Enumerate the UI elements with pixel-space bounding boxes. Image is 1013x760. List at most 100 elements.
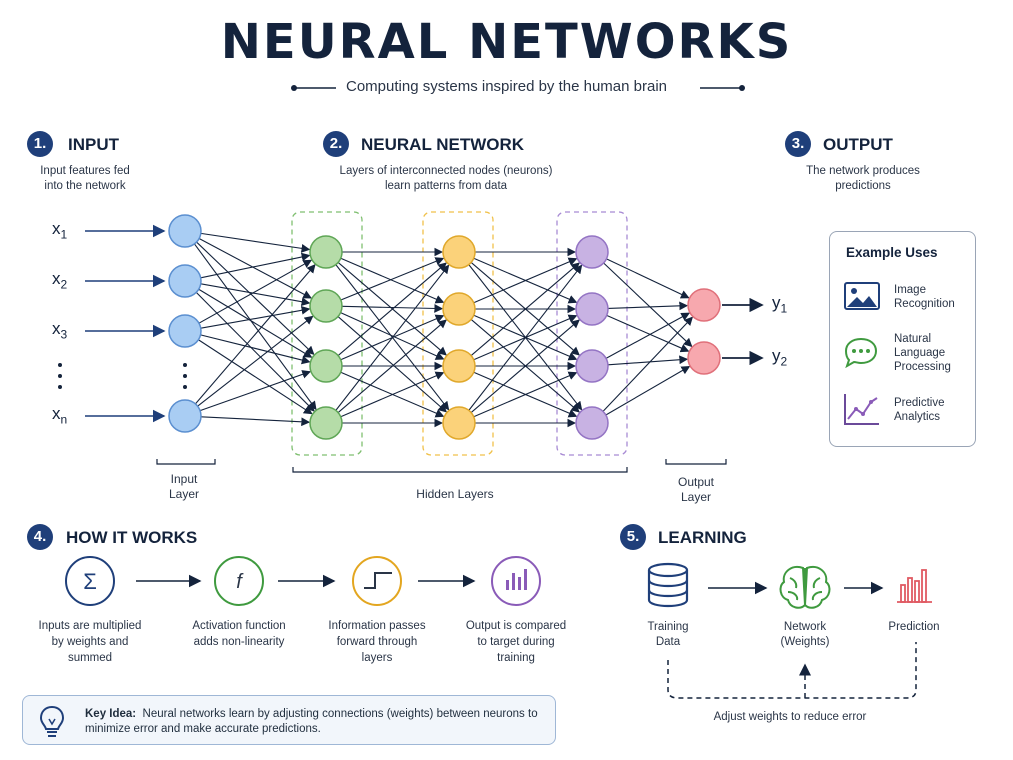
step-function-icon — [352, 556, 402, 606]
label-line: Processing — [894, 361, 951, 373]
input-subscript: 1 — [60, 227, 68, 242]
layer-bracket — [156, 459, 216, 465]
label-line: Prediction — [888, 621, 940, 633]
page-title: NEURAL NETWORKS — [220, 14, 793, 70]
sum-glyph: Σ — [83, 569, 97, 594]
learning-flow — [647, 562, 932, 699]
hidden1-node — [309, 289, 343, 323]
hidden2-node — [442, 235, 476, 269]
connection — [200, 252, 311, 279]
prediction-chart-icon — [897, 569, 932, 603]
desc-line: The network produces — [806, 165, 920, 177]
hidden3-node — [575, 349, 609, 383]
hidden1-node — [309, 406, 343, 440]
label-line: Recognition — [894, 298, 955, 310]
function-icon — [214, 556, 264, 606]
input-node — [168, 399, 202, 433]
hidden3-node — [575, 292, 609, 326]
section-title-output: OUTPUT — [823, 135, 893, 154]
chat-icon — [844, 337, 878, 368]
learning-caption-prediction: Prediction — [872, 620, 956, 635]
connection — [335, 264, 450, 411]
connection — [340, 257, 445, 301]
input-node — [168, 214, 202, 248]
ellipsis-dot — [183, 363, 187, 367]
input-node — [168, 314, 202, 348]
output-symbol: y — [772, 346, 781, 365]
output-layer-label: Output Layer — [660, 475, 732, 505]
input-symbol: x — [52, 219, 61, 238]
section-title-input: INPUT — [68, 135, 119, 154]
section-title-learning: LEARNING — [658, 528, 747, 547]
hidden-layer-box — [291, 211, 363, 456]
layer-bracket — [292, 467, 628, 473]
connection — [197, 315, 314, 407]
caption-line: layers — [361, 652, 393, 664]
connection — [602, 316, 694, 412]
connection — [607, 301, 689, 311]
input-label: xn — [52, 404, 67, 426]
connection — [198, 288, 313, 358]
connection — [473, 371, 578, 418]
connection — [337, 262, 447, 357]
label-line: Layer — [168, 487, 200, 501]
caption-line: Inputs are multiplied — [38, 620, 142, 632]
output-symbol: y — [772, 293, 781, 312]
ellipsis-dot — [58, 363, 62, 367]
connection — [198, 259, 313, 324]
function-glyph: f — [236, 571, 244, 593]
input-symbol: x — [52, 269, 61, 288]
label-line: Data — [655, 636, 681, 648]
key-idea-label: Key Idea: — [85, 708, 137, 720]
input-layer-label: Input Layer — [148, 472, 220, 502]
ellipsis-dot — [58, 385, 62, 389]
connection — [200, 334, 311, 365]
how-it-works-flow: Σ f — [65, 556, 541, 606]
connection — [606, 258, 690, 299]
learning-caption-training-data: Training Data — [628, 620, 708, 650]
input-label: x3 — [52, 319, 67, 341]
layer-bracket — [665, 459, 727, 465]
connection — [340, 371, 445, 418]
use-label-predictive-analytics: Predictive Analytics — [894, 396, 945, 424]
caption-line: Information passes — [328, 620, 426, 632]
connection — [468, 264, 583, 411]
bar-chart-icon — [491, 556, 541, 606]
key-idea-body: Neural networks learn by adjusting conne… — [85, 708, 538, 735]
input-subscript: 3 — [60, 327, 68, 342]
example-uses-title: Example Uses — [846, 245, 938, 260]
label-line: Natural — [894, 333, 932, 345]
connection — [340, 312, 445, 360]
hidden-layers-label: Hidden Layers — [416, 487, 494, 501]
section-title-network: NEURAL NETWORK — [361, 135, 525, 154]
example-uses-panel: Example Uses Image Recognition Natural L… — [829, 231, 976, 447]
network-description: Layers of interconnected nodes (neurons)… — [300, 164, 592, 194]
section-number-output: 3. — [785, 131, 811, 157]
brain-icon — [779, 566, 831, 609]
ellipsis-dot — [58, 374, 62, 378]
label-line: Image — [894, 284, 926, 296]
output-subscript: 1 — [780, 301, 788, 316]
key-idea-box: Key Idea: Neural networks learn by adjus… — [22, 695, 556, 745]
connection — [606, 314, 690, 353]
output-node — [687, 341, 721, 375]
hidden-layer-box — [556, 211, 628, 456]
hidden-layer-box — [422, 211, 494, 456]
connection — [605, 365, 691, 416]
hidden1-node — [309, 349, 343, 383]
input-description: Input features fed into the network — [20, 164, 150, 194]
connection — [337, 319, 447, 414]
connection — [200, 232, 311, 253]
connection — [199, 370, 312, 412]
desc-line: into the network — [44, 180, 126, 192]
desc-line: predictions — [835, 180, 891, 192]
desc-line: Input features fed — [40, 165, 130, 177]
ellipsis-dot — [183, 374, 187, 378]
caption-line: Output is compared — [465, 620, 567, 632]
section-number-how: 4. — [27, 524, 53, 550]
connection — [194, 243, 317, 411]
sum-icon — [65, 556, 115, 606]
